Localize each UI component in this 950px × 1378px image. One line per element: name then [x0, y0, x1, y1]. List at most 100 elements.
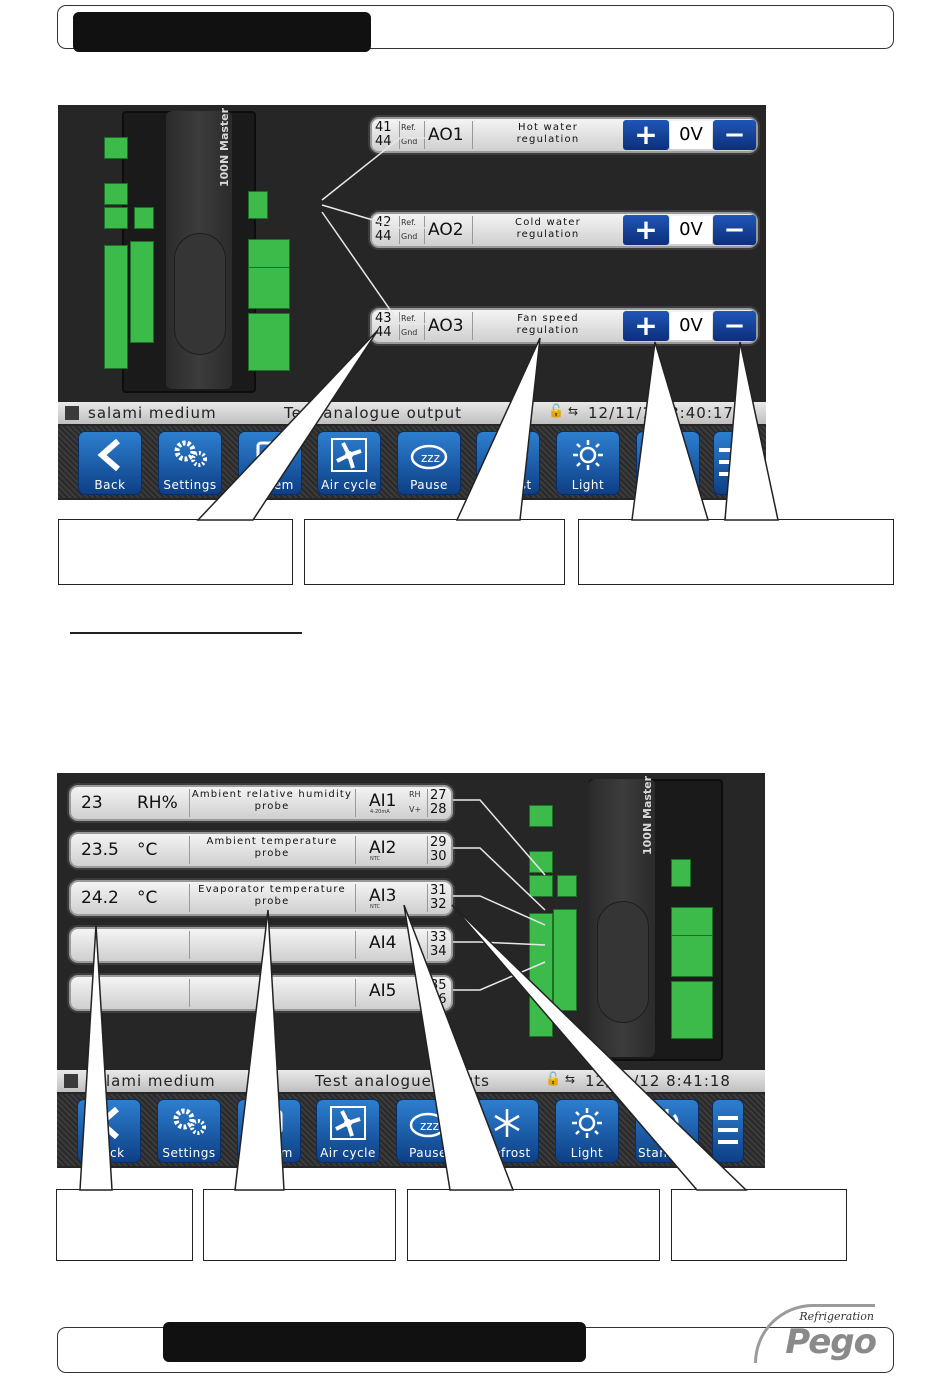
callout-box: [578, 519, 894, 585]
pin-top: 43: [375, 311, 392, 326]
pin-numbers: 27 28: [430, 787, 450, 819]
toolbar-button-light[interactable]: Light: [555, 1099, 619, 1163]
toolbar-button-back[interactable]: Back: [78, 431, 142, 495]
output-name: AO2: [428, 220, 464, 240]
controller-bulge: [174, 233, 226, 355]
lock-icon: 🔓: [548, 404, 566, 419]
lock-icon: 🔓: [545, 1072, 563, 1087]
pin-numbers: 43 44: [375, 310, 399, 342]
increase-button[interactable]: +: [623, 215, 669, 245]
toolbar-button-light[interactable]: Light: [556, 431, 620, 495]
terminal-block: [671, 859, 691, 887]
pin-labels: RH V+: [409, 787, 425, 819]
terminal-block: [529, 913, 553, 1037]
input-name: AI4: [369, 933, 397, 953]
minus-icon: −: [723, 311, 746, 341]
input-value: 24.2: [81, 888, 119, 908]
terminal-block: [104, 207, 128, 229]
terminal-block: [529, 805, 553, 827]
terminal-block: [104, 137, 128, 159]
output-value: 0V: [670, 121, 712, 149]
input-description-line2: probe: [254, 896, 290, 907]
toolbar-button-menu[interactable]: [712, 1099, 744, 1163]
toolbar-button-label: Settings: [162, 1146, 216, 1160]
svg-text:zzz: zzz: [420, 1119, 439, 1133]
pin-bottom: 32: [430, 897, 447, 912]
plus-icon: +: [634, 213, 658, 246]
program-name: salami medium: [88, 404, 217, 422]
output-value: 0V: [670, 216, 712, 244]
output-name: AO1: [428, 125, 464, 145]
pin-numbers: 33 34: [430, 929, 450, 961]
analogue-input-terminal: [557, 875, 577, 897]
callout-box: [58, 519, 293, 585]
page-header-label: [73, 12, 371, 52]
output-description-line1: Hot water: [517, 122, 579, 133]
status-indicator: [65, 406, 79, 420]
callout-box: [203, 1189, 396, 1261]
terminal-block: [529, 851, 553, 873]
callout-box: [407, 1189, 660, 1261]
analogue-output-row: 41 44 Ref. Gnd AO1 Hot water regulation …: [370, 117, 758, 153]
pin-top: 29: [430, 835, 447, 850]
input-unit: °C: [137, 888, 158, 908]
toolbar-button-settings[interactable]: Settings: [157, 1099, 221, 1163]
input-name: AI1: [369, 791, 397, 811]
toolbar-button-label: Light: [571, 478, 605, 492]
output-description-line2: regulation: [516, 134, 580, 145]
pin-bottom: 44: [375, 134, 392, 149]
input-unit: °C: [137, 840, 158, 860]
page-name: Test analogue output: [284, 404, 463, 422]
output-description-line1: Fan speed: [517, 313, 579, 324]
pin-gnd-label: Gnd: [401, 232, 418, 241]
toolbar-button-air-cycle[interactable]: Air cycle: [317, 431, 381, 495]
logo-tagline: Refrigeration: [799, 1310, 874, 1323]
minus-icon: −: [723, 120, 746, 150]
usb-icon: ⇆: [568, 404, 580, 418]
logo-wordmark: Pego: [785, 1322, 877, 1362]
decrease-button[interactable]: −: [713, 215, 756, 245]
pin-gnd-label: Gnd: [401, 328, 418, 337]
plus-icon: +: [634, 118, 658, 151]
increase-button[interactable]: +: [623, 120, 669, 150]
increase-button[interactable]: +: [623, 311, 669, 341]
toolbar-button-label: Settings: [163, 478, 217, 492]
pin-ref-label: Ref.: [401, 314, 416, 323]
input-type: NTC: [370, 904, 380, 910]
input-description-line1: Evaporator temperature: [198, 884, 346, 895]
analogue-input-row: AI4 33 34: [69, 927, 453, 963]
terminal-block: [134, 207, 154, 229]
minus-icon: −: [723, 215, 746, 245]
terminal-block: [529, 875, 553, 897]
pin-top: 27: [430, 788, 447, 803]
analogue-input-terminal: [553, 909, 577, 1011]
terminal-block: [130, 241, 154, 343]
toolbar-button-label: Air cycle: [321, 478, 377, 492]
toolbar-button-label: Air cycle: [320, 1146, 376, 1160]
pin-bottom: 34: [430, 944, 447, 959]
pin-top: 41: [375, 120, 392, 135]
input-value: 23: [81, 793, 103, 813]
pin-label-bottom: V+: [409, 805, 422, 814]
input-description-line2: probe: [254, 801, 290, 812]
input-description: Ambient temperature probe: [191, 834, 353, 868]
input-unit: RH%: [137, 793, 178, 813]
input-name: AI5: [369, 981, 397, 1001]
decrease-button[interactable]: −: [713, 311, 756, 341]
pin-numbers: 31 32: [430, 882, 450, 914]
toolbar-button-air-cycle[interactable]: Air cycle: [316, 1099, 380, 1163]
input-description: Ambient relative humidity probe: [191, 787, 353, 821]
pin-top: 33: [430, 930, 447, 945]
status-bar: salami medium Test analogue output 🔓 ⇆ 1…: [58, 402, 766, 424]
decrease-button[interactable]: −: [713, 120, 756, 150]
section-underline: [70, 632, 302, 634]
callout-box: [304, 519, 565, 585]
terminal-block: [671, 981, 713, 1039]
pin-labels: Ref. Gnd: [401, 119, 423, 151]
toolbar-button-settings[interactable]: Settings: [158, 431, 222, 495]
analogue-output-row: 43 44 Ref. Gnd AO3 Fan speed regulation …: [370, 308, 758, 344]
pin-numbers: 29 30: [430, 834, 450, 866]
terminal-block: [104, 245, 128, 369]
input-value: 23.5: [81, 840, 119, 860]
